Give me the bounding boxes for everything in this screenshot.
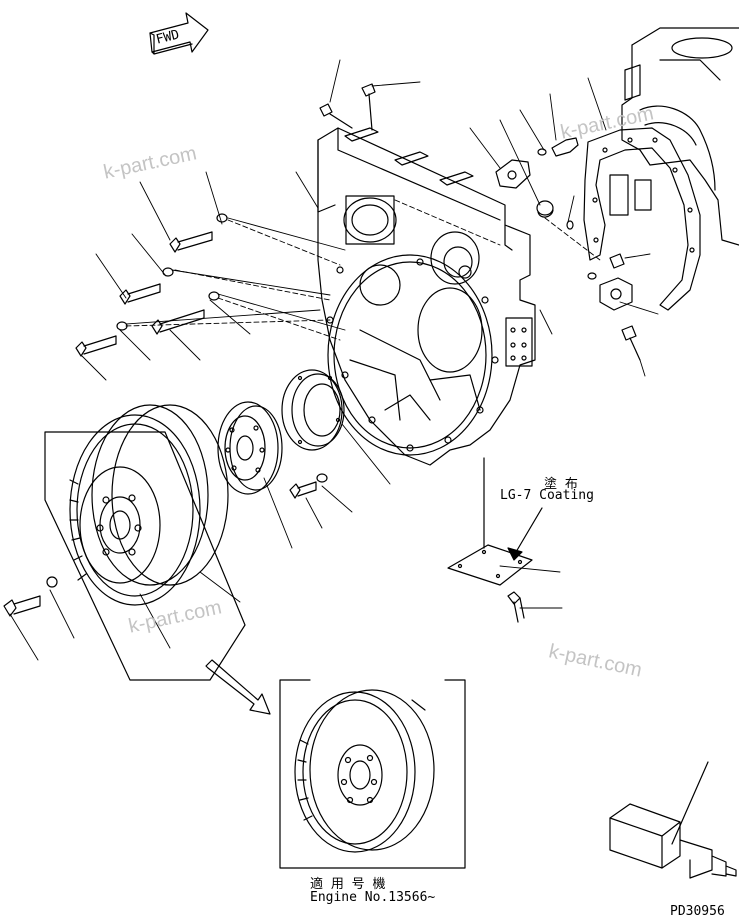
coating-arrow bbox=[507, 507, 543, 561]
cover-plate bbox=[495, 159, 531, 189]
applicable-label-jp: 適 用 号 機 bbox=[310, 877, 386, 892]
flywheel-housing bbox=[317, 127, 536, 466]
flywheel bbox=[69, 404, 229, 606]
inset-frame bbox=[279, 679, 466, 869]
fitting-bolt bbox=[621, 325, 641, 361]
applicable-label-en: Engine No.13566~ bbox=[310, 890, 436, 905]
drawing-code: PD30956 bbox=[670, 904, 725, 919]
cover-plate-bottom bbox=[447, 544, 533, 586]
hub-bolt bbox=[289, 473, 328, 499]
leader-lines bbox=[9, 59, 659, 661]
guide-lines bbox=[125, 217, 346, 331]
plate-bolt bbox=[507, 591, 525, 623]
hollow-arrow-icon bbox=[205, 659, 271, 715]
gasket bbox=[583, 127, 701, 311]
special-tool bbox=[609, 761, 737, 879]
engine-block bbox=[621, 27, 739, 246]
flywheel-bolt bbox=[3, 576, 58, 617]
coating-label-en: LG-7 Coating bbox=[500, 488, 594, 503]
fwd-arrow-icon bbox=[149, 12, 209, 55]
left-bolts bbox=[75, 213, 228, 357]
inset-flywheel bbox=[294, 689, 435, 853]
flywheel-frame bbox=[44, 431, 246, 681]
housing-top-bolts bbox=[319, 83, 376, 131]
side-bolt bbox=[537, 137, 579, 157]
oil-seal bbox=[281, 369, 345, 451]
small-orings bbox=[566, 220, 597, 280]
breather-fitting bbox=[599, 253, 633, 311]
ring-gear-hub bbox=[217, 401, 283, 495]
coating-label-jp: 塗 布 bbox=[544, 477, 578, 492]
plug-cap bbox=[536, 200, 554, 218]
